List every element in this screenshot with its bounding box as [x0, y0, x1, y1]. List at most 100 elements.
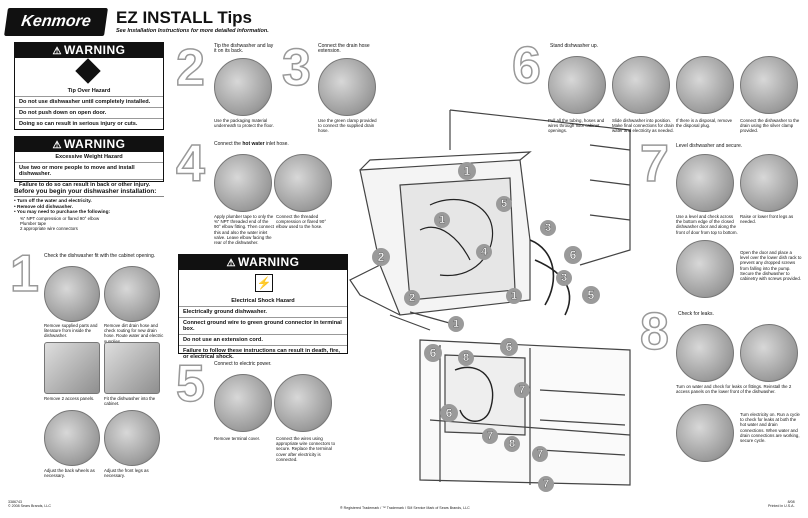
hazard-title: Tip Over Hazard	[67, 88, 111, 94]
step-caption: Connect the dishwasher to the drain usin…	[740, 118, 800, 134]
warning-header: ⚠WARNING	[15, 43, 163, 58]
step-caption: Use the packaging material underneath to…	[214, 118, 274, 129]
warning-header: ⚠WARNING	[179, 255, 347, 270]
step-title: Level dishwasher and secure.	[676, 143, 743, 149]
step4-photo-inlet-hose	[274, 154, 332, 212]
step4-photo-elbow-fitting	[214, 154, 272, 212]
step-caption: Turn electricity on. Run a cycle to chec…	[740, 412, 800, 444]
callout-marker: 1	[434, 212, 450, 228]
warning-line: Electrically ground dishwasher.	[179, 306, 347, 317]
step7-photo-level-door	[676, 154, 734, 212]
callout-marker: 7	[538, 476, 554, 492]
step-number: 1	[9, 245, 39, 303]
before-item: • Remove old dishwasher.	[14, 204, 73, 210]
kenmore-logo: Kenmore	[4, 8, 108, 36]
step-caption: Fit the dishwasher into the cabinet.	[104, 396, 156, 407]
warning-triangle-icon: ⚠	[226, 258, 236, 269]
shock-pictogram: ⚡	[179, 270, 347, 296]
step-number: 2	[175, 39, 205, 97]
callout-marker: 6	[424, 344, 442, 362]
step8-photo-access-panels	[740, 324, 798, 382]
step7-photo-front-legs	[740, 154, 798, 212]
callout-marker: 4	[476, 244, 492, 260]
step6-photo-disposal	[676, 56, 734, 114]
footer-trademarks: ® Registered Trademark / ™ Trademark / S…	[340, 506, 470, 510]
step-caption: Use a level and check across the bottom …	[676, 214, 738, 235]
step5-photo-wire-connectors	[274, 374, 332, 432]
tip-over-pictogram	[15, 58, 163, 86]
callout-marker: 8	[458, 350, 474, 366]
before-title: Before you begin your dishwasher install…	[14, 188, 157, 195]
tip-over-icon	[75, 58, 101, 84]
step6-photo-slide-in	[612, 56, 670, 114]
step-title: Connect the drain hose extension.	[318, 43, 370, 55]
step-caption: Remove dirt drain hose and check routing…	[104, 323, 164, 344]
step2-photo-tip-dishwasher	[214, 58, 272, 116]
footer-left: 3386743 © 2008 Sears Brands, LLC	[8, 500, 52, 508]
warning-heading: WARNING	[237, 255, 300, 269]
step8-photo-check-leaks	[676, 324, 734, 382]
step-caption: Connect the threaded compression or flar…	[276, 214, 327, 230]
warning-line: Doing so can result in serious injury or…	[15, 118, 163, 129]
step-title: Connect to electric power.	[214, 361, 272, 367]
before-item: • You may need to purchase the following…	[14, 210, 111, 216]
warning-line: Failure to do so can result in back or o…	[15, 179, 163, 190]
before-you-begin: Before you begin your dishwasher install…	[14, 188, 164, 231]
part-item: ⅜" NPT compression or flared 90° elbow	[20, 215, 100, 221]
step-caption: Remove 2 access panels.	[44, 396, 95, 401]
step-title: Stand dishwasher up.	[550, 43, 599, 49]
warning-triangle-icon: ⚠	[52, 46, 62, 57]
step-number: 6	[511, 37, 541, 95]
hazard-title: Excessive Weight Hazard	[55, 154, 123, 160]
part-item: 2 appropriate wire connectors	[20, 226, 78, 232]
callout-marker: 7	[482, 428, 498, 444]
before-item: • Turn off the water and electricity.	[14, 199, 92, 204]
step-title: Check for leaks.	[678, 311, 714, 317]
warning-heading: WARNING	[63, 43, 126, 57]
warning-line: Do not push down on open door.	[15, 107, 163, 118]
step1-photo-back-wheels	[44, 410, 100, 466]
callout-marker: 8	[504, 436, 520, 452]
warning-header: ⚠WARNING	[15, 137, 163, 152]
warning-line: Failure to follow these instructions can…	[179, 345, 347, 362]
warning-triangle-icon: ⚠	[52, 140, 62, 151]
warning-line: Do not use an extension cord.	[179, 334, 347, 345]
step-title-suffix: inlet hose.	[264, 141, 289, 147]
step-title: Connect the hot water inlet hose.	[214, 141, 354, 147]
step1-photo-parts	[44, 266, 100, 322]
hazard-title: Electrical Shock Hazard	[231, 298, 295, 304]
step6-photo-tubing	[548, 56, 606, 114]
callout-marker: 3	[540, 220, 556, 236]
step-caption: Raise or lower front legs as needed.	[740, 214, 794, 225]
footer-right: 8/08 Printed in U.S.A.	[768, 500, 795, 508]
step-number: 3	[281, 39, 311, 97]
step-caption: Remove supplied parts and literature fro…	[44, 323, 98, 339]
step7-photo-secure-screws	[676, 240, 734, 298]
step-caption: Apply plumber tape to only the ⅜" NPT th…	[214, 214, 275, 246]
step-caption: Turn on water and check for leaks or fit…	[676, 384, 792, 395]
warning-line: Use two or more people to move and insta…	[15, 162, 163, 179]
callout-marker: 1	[448, 316, 464, 332]
warning-heading: WARNING	[63, 137, 126, 151]
step-title-prefix: Connect the	[214, 141, 243, 147]
step-caption: Open the door and place a level over the…	[740, 250, 802, 282]
step6-photo-drain-clamp	[740, 56, 798, 114]
callout-marker: 5	[496, 196, 512, 212]
step-caption: Pull all the tubing, hoses and wires thr…	[548, 118, 605, 134]
step-caption: Slide dishwasher into position. Make fin…	[612, 118, 674, 134]
part-item: Plumber tape	[20, 220, 47, 226]
callout-marker: 2	[404, 290, 420, 306]
step1-photo-front-legs	[104, 410, 160, 466]
step3-photo-drain-hose	[318, 58, 376, 116]
step8-photo-electricity-on	[676, 404, 734, 462]
step-caption: Use the green clamp provided to connect …	[318, 118, 377, 134]
step1-photo-drain-hose	[104, 266, 160, 322]
step5-photo-terminal-cover	[214, 374, 272, 432]
shock-warning: ⚠WARNING ⚡ Electrical Shock Hazard Elect…	[178, 254, 348, 360]
step-number: 8	[639, 303, 669, 361]
step-number: 7	[639, 135, 669, 193]
callout-marker: 1	[506, 288, 522, 304]
callout-marker: 2	[372, 248, 390, 266]
step-number: 4	[175, 135, 205, 193]
callout-marker: 6	[564, 246, 582, 264]
